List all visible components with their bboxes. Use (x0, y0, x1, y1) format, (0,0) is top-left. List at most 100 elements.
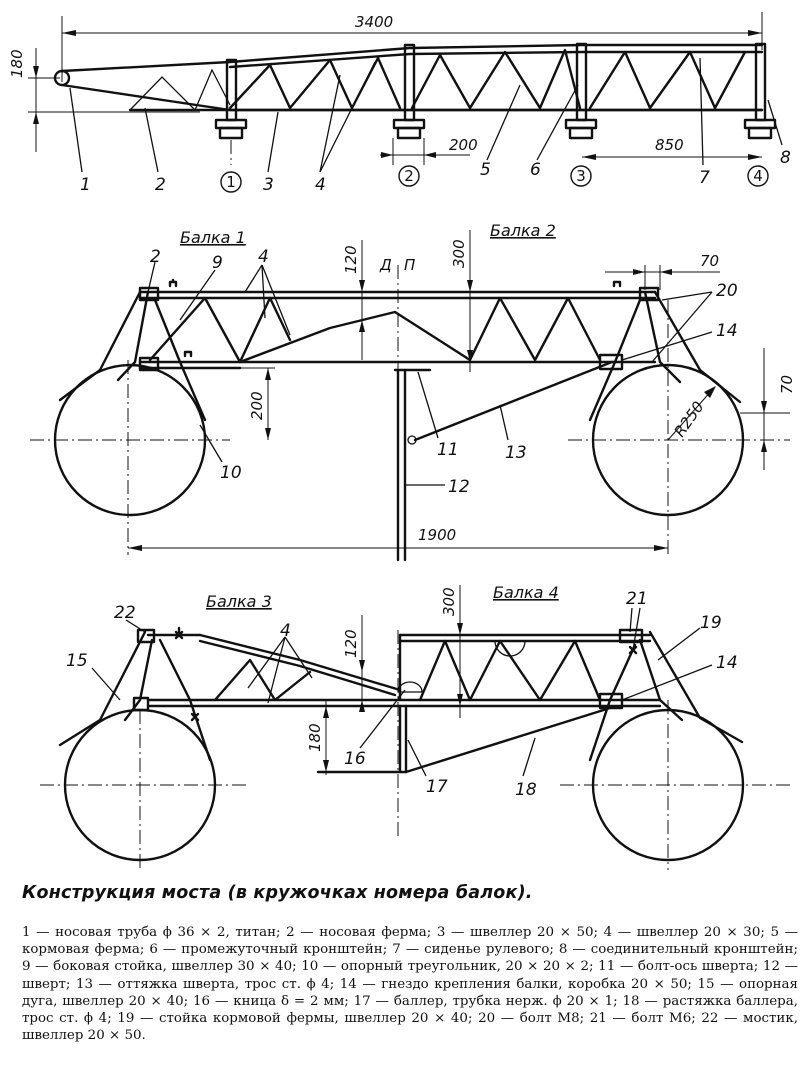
leader-4c-2 (267, 636, 286, 704)
truss-right (238, 296, 602, 364)
beam-number-1: 1 (226, 173, 236, 191)
arrow (323, 706, 329, 718)
part-label-19: 19 (700, 613, 722, 633)
arrow (265, 368, 271, 380)
letter-p: П (404, 256, 415, 274)
right-brace-2 (588, 643, 637, 762)
left-leg-outer-2 (58, 630, 147, 747)
right-brace (588, 298, 642, 422)
part-label-2b: 2 (150, 247, 161, 267)
part-label-9: 9 (212, 253, 223, 273)
beam-number-2: 2 (404, 167, 414, 185)
part-label-10: 10 (220, 463, 242, 483)
leader-15 (91, 667, 121, 701)
balka2-title: Балка 2 (490, 221, 556, 240)
rudder-stay (404, 706, 612, 774)
arrow (33, 66, 39, 78)
part-label-11: 11 (437, 440, 459, 460)
leader-20a (661, 291, 713, 301)
part-label-18: 18 (515, 780, 537, 800)
centreboard-stay (413, 360, 614, 442)
left-brace (153, 298, 207, 422)
leader-4b-3 (261, 264, 291, 336)
truss-balka3 (213, 658, 312, 702)
nose-truss-diagonals (129, 68, 231, 112)
top-chord (60, 43, 764, 73)
arrow (467, 350, 473, 362)
right-leg-outer-2 (648, 630, 744, 744)
beam-number-4: 4 (753, 167, 763, 185)
figure-legend: 1 — носовая труба ϕ 36 × 2, титан; 2 — н… (22, 925, 798, 1044)
leader-14 (621, 331, 713, 361)
part-label-22: 22 (114, 603, 136, 623)
leader-8 (767, 99, 783, 146)
arrow (359, 280, 365, 292)
arrow (381, 152, 393, 158)
part-label-14: 14 (716, 321, 738, 341)
part-label-21: 21 (626, 589, 648, 609)
part-label-1: 1 (80, 175, 91, 195)
truss-balka4 (418, 639, 602, 702)
leader-4a (319, 74, 341, 173)
dim-180-bottom-label: 180 (306, 723, 324, 752)
part-label-4: 4 (315, 175, 326, 195)
leader-4b-2 (261, 264, 266, 319)
leader-4c-3 (284, 636, 313, 679)
arrow (761, 440, 767, 452)
right-leg-inner (643, 290, 682, 384)
truss-diagonals-b (410, 48, 582, 110)
arrow (660, 269, 672, 275)
dim-3400-label: 3400 (355, 13, 393, 31)
arrow (704, 386, 716, 398)
leader-1 (69, 87, 83, 173)
part-label-13: 13 (505, 443, 527, 463)
bolt (168, 278, 178, 288)
leader-2 (144, 107, 159, 173)
part-label-17: 17 (426, 777, 448, 797)
leader-18 (522, 737, 536, 777)
arrow (62, 30, 76, 36)
bolt (190, 712, 200, 722)
leader-4c-1 (247, 636, 286, 689)
right-leg-outer (653, 290, 742, 404)
leader-4b (319, 61, 376, 173)
left-leg-outer (58, 290, 142, 402)
left-leg-inner (116, 290, 150, 382)
leader-4b-1 (244, 264, 263, 293)
bolt (174, 626, 184, 640)
balka4-title: Балка 4 (493, 583, 559, 602)
arrow (265, 428, 271, 440)
leader-19 (657, 627, 701, 661)
bolt-block (138, 356, 160, 372)
gusset (397, 681, 423, 693)
leader-21b (632, 607, 641, 651)
leader-21a (629, 607, 633, 633)
radius-line (667, 389, 713, 441)
arrow (33, 112, 39, 124)
dim-1900-label: 1900 (418, 526, 456, 544)
arrow (457, 623, 463, 635)
dim-120-b-label: 120 (342, 629, 360, 658)
leader-16 (359, 689, 406, 749)
beam-post-1 (214, 58, 248, 165)
part-label-20: 20 (716, 281, 738, 301)
dim-850-label: 850 (655, 136, 684, 154)
part-label-14b: 14 (716, 653, 738, 673)
left-leg-inner-2 (123, 638, 154, 722)
bridge-drawing-svg: 3400 180 (8, 12, 796, 870)
part-label-7: 7 (699, 168, 710, 188)
truss-diagonals-c (588, 50, 747, 110)
arrow (359, 700, 365, 712)
beam-number-circle-4 (747, 165, 769, 187)
arrow (359, 660, 365, 672)
bolt-block (618, 628, 644, 644)
left-brace-2 (158, 638, 212, 762)
arrow (654, 545, 668, 551)
leader-22 (125, 619, 146, 633)
leader-11 (417, 371, 439, 439)
leader-13 (499, 404, 509, 441)
dim-120-a-label: 120 (342, 245, 360, 274)
dim-200-side-label: 200 (248, 391, 266, 420)
beam-number-circle-2 (398, 165, 420, 187)
beam-post-4 (743, 42, 777, 140)
